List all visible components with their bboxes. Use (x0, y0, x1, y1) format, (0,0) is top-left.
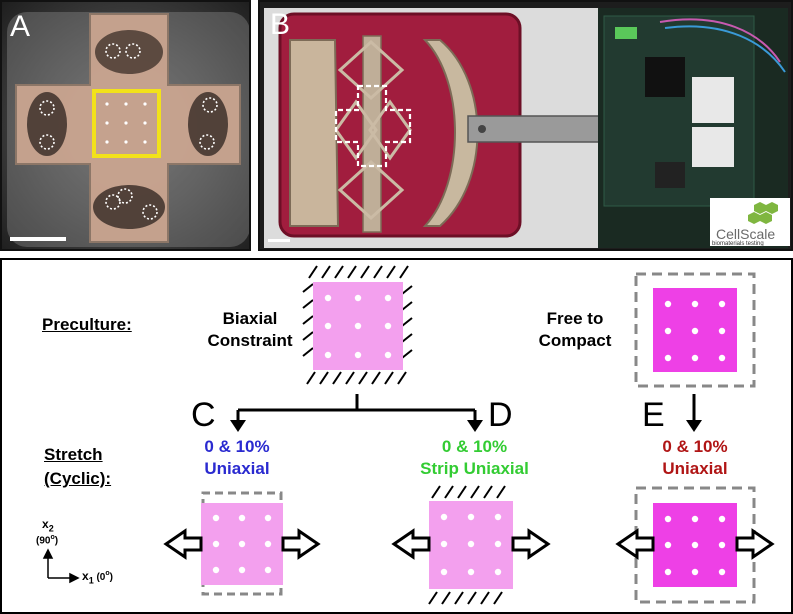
axis-x1-label: x1 (0o) (82, 569, 113, 585)
uniaxial-c-square (163, 491, 321, 596)
panel-b-letter: B (270, 8, 291, 41)
axis-x2-angle-sup: o (50, 534, 55, 541)
uniaxial-e-square (615, 486, 775, 604)
biaxial-label-line1: Biaxial (222, 309, 278, 328)
panel-b-photo: B CellScale biomaterials testing (258, 0, 793, 251)
cellscale-logo-subtext: biomaterials testing (712, 241, 764, 247)
biaxial-label-line2: Constraint (207, 331, 293, 350)
axis-x2-angle: (90o) (36, 534, 58, 546)
panel-a-photo: A (0, 0, 251, 251)
branch-arrows (236, 394, 696, 423)
axis-x2-letter: x (42, 517, 49, 531)
condition-c-label: 0 & 10% Uniaxial (172, 436, 302, 480)
stretch-label: Stretch (Cyclic): (44, 443, 111, 491)
biaxial-label: Biaxial Constraint (202, 308, 298, 352)
panel-a-letter: A (10, 10, 31, 43)
stretch-label-line1: Stretch (44, 445, 103, 464)
schematic-graphics (42, 265, 775, 605)
axis-x1-letter: x (82, 569, 89, 583)
preculture-label: Preculture: (42, 315, 132, 334)
panel-a-illustration (2, 2, 249, 249)
letter-c: C (191, 396, 216, 434)
free-label-line1: Free to (546, 309, 604, 328)
letter-e: E (642, 396, 665, 434)
cond-e-line1: 0 & 10% (662, 437, 728, 456)
free-to-compact-label: Free to Compact (524, 308, 626, 352)
cond-d-line2: Strip Uniaxial (420, 459, 529, 478)
axis-indicator (42, 548, 80, 584)
cond-c-line2: Uniaxial (204, 459, 270, 478)
axis-x2-label: x2 (42, 518, 54, 535)
cond-d-line1: 0 & 10% (441, 437, 508, 456)
axis-x1-angle-text: (0 (93, 572, 106, 583)
condition-d-label: 0 & 10% Strip Uniaxial (397, 436, 552, 480)
letter-d: D (488, 396, 513, 434)
panel-b-illustration (260, 2, 791, 249)
axis-x1-sub: 1 (88, 575, 94, 586)
schematic-panel: Preculture: Biaxial Constraint Free to C… (0, 258, 793, 614)
cond-c-line1: 0 & 10% (204, 437, 270, 456)
stretch-label-line2: (Cyclic): (44, 469, 112, 488)
biaxial-constraint-square (302, 265, 413, 385)
cellscale-logo-text: CellScale (716, 226, 776, 242)
condition-e-label: 0 & 10% Uniaxial (630, 436, 760, 480)
free-label-line2: Compact (538, 331, 612, 350)
stretch-label-line2-wrap: (Cyclic): (44, 467, 111, 491)
strip-uniaxial-d-square (391, 485, 551, 605)
scale-bar (10, 237, 66, 241)
axis-x1-angle-sup: o (105, 570, 110, 577)
axis-x1-angle-close: ) (109, 572, 113, 583)
axis-x2-angle-text: (90 (36, 535, 51, 547)
cond-e-line2: Uniaxial (662, 459, 728, 478)
axis-x2-angle-close: ) (54, 535, 59, 547)
free-to-compact-square (634, 272, 756, 388)
axis-x2-sub: 2 (48, 523, 54, 534)
